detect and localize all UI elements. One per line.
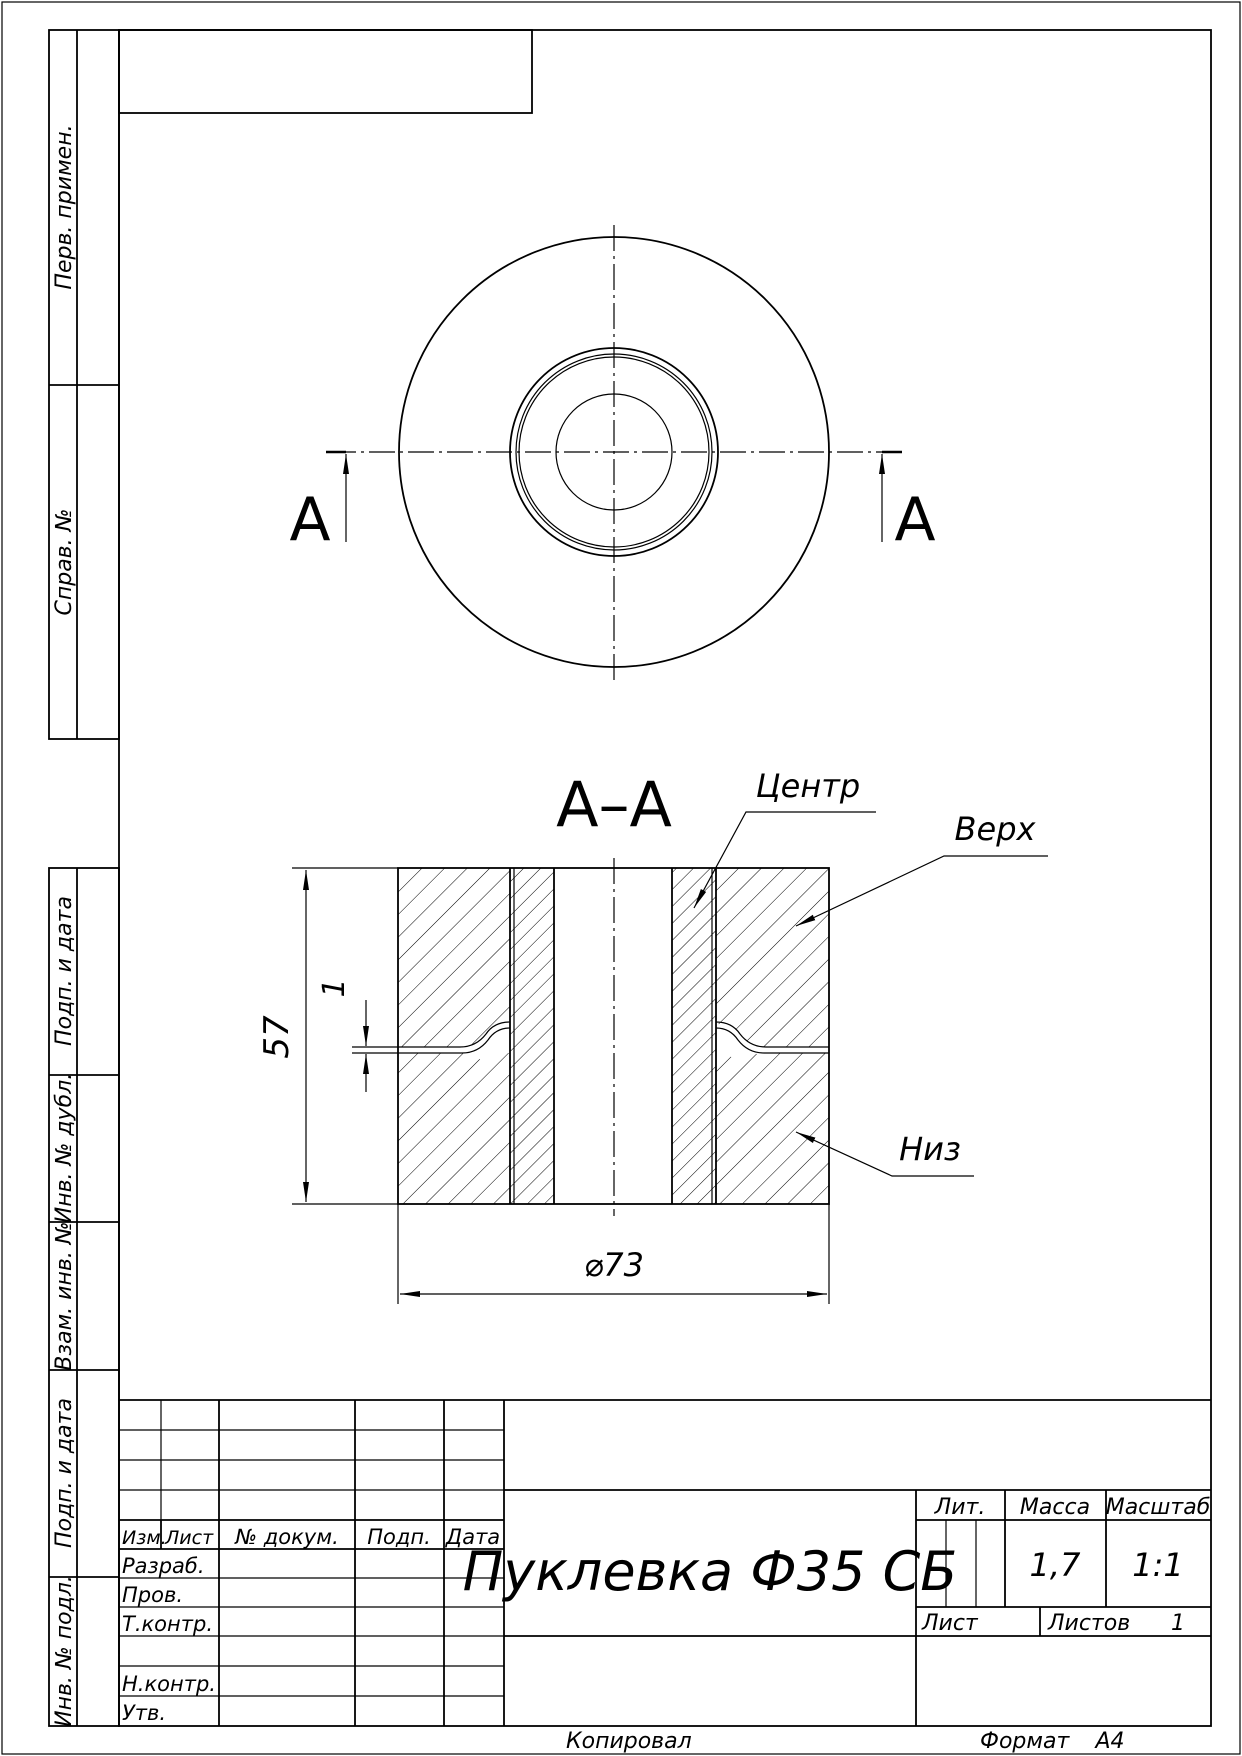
side-strip: Перв. примен. Справ. № Подп. и дата Инв.…	[48, 29, 120, 1727]
side-label-perv-primen: Перв. примен.	[52, 124, 77, 289]
footer-format-value: А4	[1093, 1729, 1124, 1754]
label-sheets: Листов	[1047, 1611, 1130, 1636]
dim-height: 57	[257, 1015, 297, 1059]
section-view: А–А 57 1	[257, 767, 1048, 1304]
section-title: А–А	[556, 768, 672, 841]
header-izm: Изм.	[122, 1527, 167, 1549]
label-mass: Масса	[1020, 1495, 1090, 1520]
side-label-sprav-no: Справ. №	[52, 508, 77, 615]
title-block: Изм. Лист № докум. Подп. Дата Разраб. Пр…	[119, 1399, 1211, 1726]
value-sheets: 1	[1171, 1611, 1185, 1636]
top-left-stamp-box	[118, 29, 533, 114]
callout-center: Центр	[756, 767, 860, 805]
label-lit: Лит.	[934, 1495, 986, 1520]
callout-top: Верх	[955, 810, 1037, 848]
role-razrab: Разраб.	[122, 1554, 205, 1578]
value-scale: 1:1	[1132, 1546, 1184, 1584]
drawing-designation: Пуклевка Ф35 СБ	[463, 1540, 958, 1603]
side-label-podp-data-2: Подп. и дата	[52, 1398, 77, 1548]
role-utv: Утв.	[122, 1701, 166, 1725]
dim-gap: 1	[317, 978, 352, 997]
label-sheet: Лист	[921, 1611, 979, 1636]
label-scale: Масштаб	[1106, 1495, 1211, 1520]
header-list: Лист	[164, 1527, 214, 1549]
role-tkontr: Т.контр.	[122, 1612, 213, 1636]
header-podp: Подп.	[367, 1525, 431, 1549]
side-label-podp-data-1: Подп. и дата	[52, 896, 77, 1046]
value-mass: 1,7	[1030, 1546, 1082, 1584]
dim-diameter: ⌀73	[584, 1246, 644, 1284]
side-label-inv-dubl: Инв. № дубл.	[52, 1073, 77, 1224]
header-data: Дата	[445, 1525, 500, 1549]
role-nkontr: Н.контр.	[122, 1672, 216, 1696]
footer-format-label: Формат	[980, 1729, 1070, 1754]
side-label-inv-podl: Инв. № подл.	[52, 1575, 77, 1727]
header-doc-no: № докум.	[234, 1525, 339, 1549]
section-mark-left: А	[289, 485, 330, 555]
section-mark-right: А	[894, 485, 935, 555]
role-prov: Пров.	[122, 1583, 183, 1607]
callout-bottom: Низ	[899, 1130, 961, 1168]
side-label-vzam-inv: Взам. инв. №	[52, 1221, 77, 1370]
footer-copied: Копировал	[566, 1729, 692, 1754]
top-view: А А	[289, 225, 936, 680]
